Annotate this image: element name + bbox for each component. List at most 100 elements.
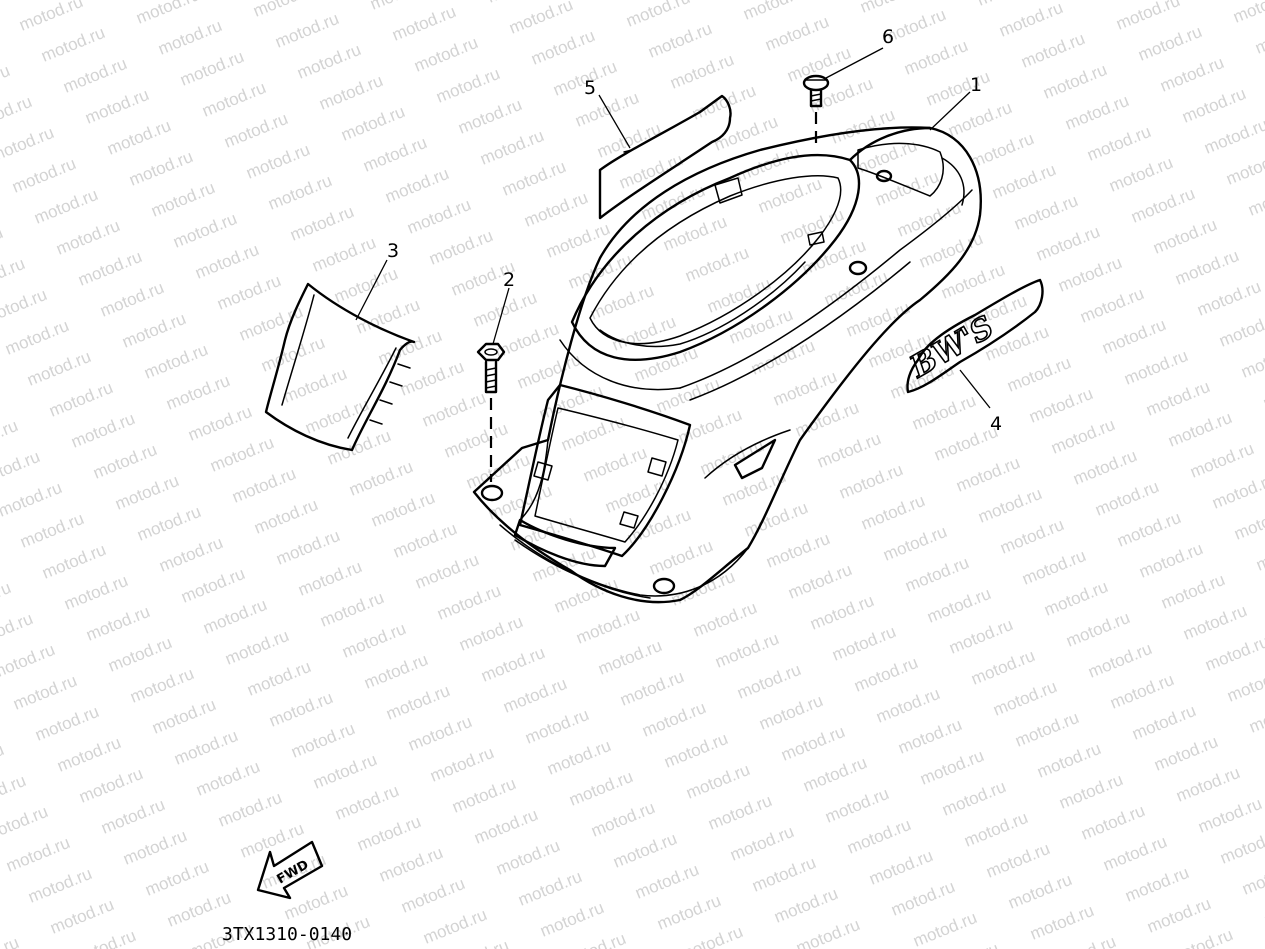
watermark-text: motod.ru — [39, 540, 108, 583]
watermark-text: motod.ru — [800, 753, 869, 796]
watermark-text: motod.ru — [1157, 53, 1226, 96]
watermark-text: motod.ru — [1056, 770, 1125, 813]
watermark-text: motod.ru — [632, 860, 701, 903]
watermark-text: motod.ru — [398, 874, 467, 917]
watermark-text: motod.ru — [97, 278, 166, 321]
watermark-text: motod.ru — [354, 812, 423, 855]
watermark-text: motod.ru — [895, 715, 964, 758]
watermark-text: motod.ru — [566, 767, 635, 810]
watermark-text: motod.ru — [1128, 184, 1197, 227]
watermark-text: motod.ru — [588, 798, 657, 841]
watermark-text: motod.ru — [1012, 708, 1081, 751]
watermark-text: motod.ru — [0, 285, 50, 328]
watermark-text: motod.ru — [1209, 470, 1265, 513]
watermark-text: motod.ru — [221, 109, 290, 152]
watermark-text: motod.ru — [645, 19, 714, 62]
watermark-text: motod.ru — [346, 457, 415, 500]
watermark-text: motod.ru — [477, 126, 546, 169]
watermark-text: motod.ru — [1187, 439, 1256, 482]
watermark-text: motod.ru — [98, 795, 167, 838]
watermark-text: motod.ru — [689, 81, 758, 124]
watermark-text: motod.ru — [0, 771, 29, 814]
watermark-text: motod.ru — [449, 774, 518, 817]
watermark-text: motod.ru — [9, 154, 78, 197]
watermark-text: motod.ru — [938, 260, 1007, 303]
watermark-text: motod.ru — [149, 695, 218, 738]
rear-body-cover — [472, 126, 982, 604]
watermark-text: motod.ru — [273, 526, 342, 569]
watermark-text: motod.ru — [1121, 346, 1190, 389]
watermark-text: motod.ru — [587, 281, 656, 324]
watermark-text: motod.ru — [1026, 384, 1095, 427]
watermark-text: motod.ru — [193, 757, 262, 800]
watermark-text: motod.ru — [763, 529, 832, 572]
watermark-text: motod.ru — [427, 743, 496, 786]
watermark-text: motod.ru — [1100, 832, 1169, 875]
watermark-text: motod.ru — [1172, 246, 1241, 289]
watermark-text: motod.ru — [156, 533, 225, 576]
watermark-text: motod.ru — [872, 167, 941, 210]
watermark-text: motod.ru — [1230, 0, 1265, 27]
watermark-text: motod.ru — [272, 9, 341, 52]
watermark-text: motod.ru — [910, 908, 979, 949]
watermark-text: motod.ru — [90, 440, 159, 483]
watermark-text: motod.ru — [61, 571, 130, 614]
watermark-text: motod.ru — [822, 784, 891, 827]
watermark-text: motod.ru — [442, 936, 511, 949]
watermark-text: motod.ru — [1261, 887, 1265, 930]
watermark-text: motod.ru — [54, 733, 123, 776]
watermark-text: motod.ru — [996, 0, 1065, 41]
watermark-text: motod.ru — [1005, 870, 1074, 913]
watermark-text: motod.ru — [1144, 894, 1213, 937]
leader-lines — [355, 47, 991, 409]
watermark-text: motod.ru — [404, 195, 473, 238]
watermark-text: motod.ru — [338, 102, 407, 145]
watermark-text: motod.ru — [499, 157, 568, 200]
watermark-text: motod.ru — [229, 464, 298, 507]
watermark-text: motod.ru — [178, 564, 247, 607]
watermark-text: motod.ru — [420, 905, 489, 948]
watermark-text: motod.ru — [1048, 415, 1117, 458]
watermark-text: motod.ru — [1077, 284, 1146, 327]
flap-part-5 — [598, 94, 732, 220]
watermark-text: motod.ru — [734, 660, 803, 703]
watermark-text: motod.ru — [1055, 253, 1124, 296]
watermark-text: motod.ru — [595, 636, 664, 679]
watermark-text: motod.ru — [383, 681, 452, 724]
watermark-text: motod.ru — [389, 2, 458, 45]
screw-part-6 — [802, 74, 830, 150]
watermark-text: motod.ru — [244, 657, 313, 700]
watermark-text: motod.ru — [1033, 222, 1102, 265]
watermark-text: motod.ru — [434, 581, 503, 624]
watermark-text: motod.ru — [521, 188, 590, 231]
watermark-text: motod.ru — [740, 0, 809, 24]
watermark-text: motod.ru — [376, 843, 445, 886]
callout-part-6: 6 — [882, 26, 894, 48]
watermark-text: motod.ru — [1027, 901, 1096, 944]
watermark-text: motod.ru — [1252, 15, 1265, 58]
watermark-text: motod.ru — [1011, 191, 1080, 234]
watermark-text: motod.ru — [25, 864, 94, 907]
watermark-text: motod.ru — [762, 12, 831, 55]
watermark-text: motod.ru — [1122, 863, 1191, 906]
watermark-text: motod.ru — [939, 777, 1008, 820]
bolt-part-2 — [476, 342, 506, 482]
watermark-text: motod.ru — [1041, 577, 1110, 620]
watermark-text: motod.ru — [31, 185, 100, 228]
watermark-text: motod.ru — [1260, 370, 1265, 413]
watermark-text: motod.ru — [683, 760, 752, 803]
watermark-text: motod.ru — [456, 612, 525, 655]
watermark-text: motod.ru — [668, 567, 737, 610]
watermark-text: motod.ru — [433, 64, 502, 107]
watermark-text: motod.ru — [411, 33, 480, 76]
watermark-text: motod.ru — [126, 147, 195, 190]
watermark-text: motod.ru — [24, 347, 93, 390]
watermark-text: motod.ru — [214, 271, 283, 314]
watermark-text: motod.ru — [361, 650, 430, 693]
watermark-text: motod.ru — [741, 498, 810, 541]
watermark-text: motod.ru — [185, 402, 254, 445]
watermark-text: motod.ru — [316, 71, 385, 114]
watermark-text: motod.ru — [727, 822, 796, 865]
watermark-text: motod.ru — [676, 922, 745, 949]
watermark-text: motod.ru — [0, 123, 57, 166]
